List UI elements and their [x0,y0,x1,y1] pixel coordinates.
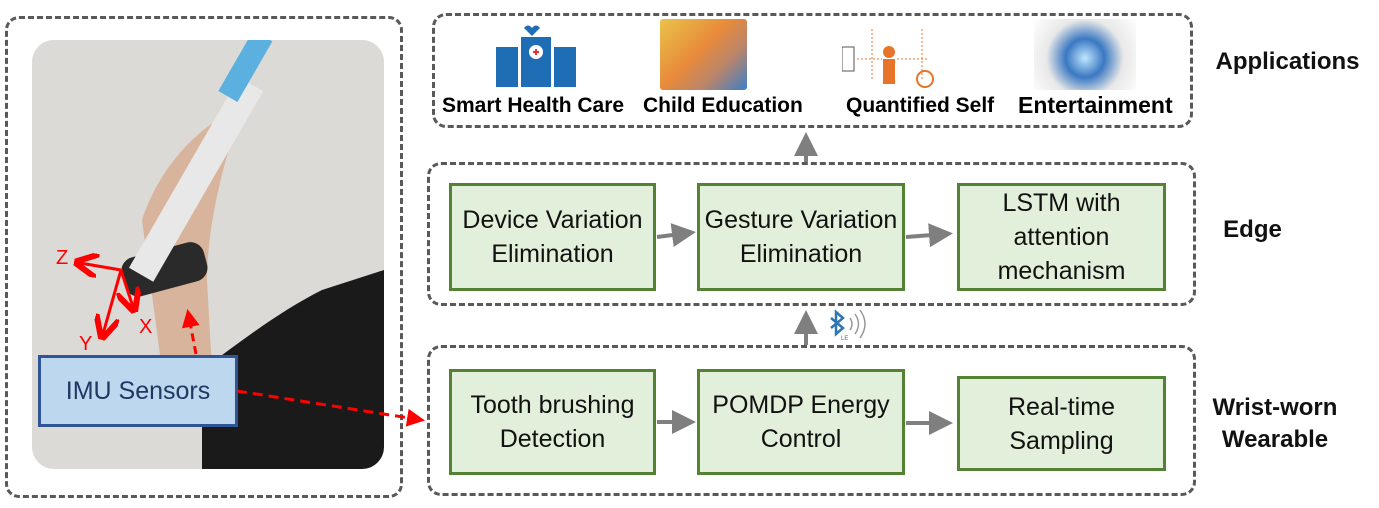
arm-photo-illustration [121,40,384,469]
axes-overlay [0,0,425,427]
applications-layer-label: Applications [1215,48,1360,75]
imu-sensors-text: IMU Sensors [65,376,211,405]
hospital-icon [466,22,606,90]
wearable-panel [427,345,1196,496]
app-smart-health-care: Smart Health Care [442,94,625,117]
x-axis [121,269,133,307]
edge-layer-label: Edge [1223,216,1282,243]
quantified-self-icon [841,19,938,90]
imu-to-watch-arrow [181,309,200,355]
app-child-education: Child Education [643,94,803,117]
tooth-brushing-detection-box: Tooth brushing Detection [449,369,656,475]
lstm-attention-box: LSTM with attention mechanism [957,183,1166,291]
app-quantified-self: Quantified Self [846,94,995,117]
axis-label-y: Y [79,333,93,355]
app-entertainment: Entertainment [1018,92,1173,118]
gesture-variation-elimination-box: Gesture Variation Elimination [697,183,905,291]
arrow-gesture-to-lstm [905,223,953,248]
edge-panel [427,162,1196,306]
bluetooth-le-label: LE [841,336,849,342]
axis-label-z: Z [56,247,69,269]
smartphone-apps-photo [1034,19,1136,90]
children-brushing-photo [660,19,747,90]
imu-sensors-label: IMU Sensors [38,355,238,427]
device-variation-elimination-box: Device Variation Elimination [449,183,656,291]
z-axis [80,263,122,270]
wearable-layer-label: Wrist-worn Wearable [1212,394,1338,453]
axis-label-x: X [139,316,153,338]
applications-panel [432,13,1193,128]
y-axis [103,269,123,334]
photo-panel [5,16,403,498]
arrow-device-to-gesture [656,223,696,247]
bluetooth-icon [830,309,866,339]
real-time-sampling-box: Real-time Sampling [957,376,1166,471]
pomdp-energy-control-box: POMDP Energy Control [697,369,905,475]
